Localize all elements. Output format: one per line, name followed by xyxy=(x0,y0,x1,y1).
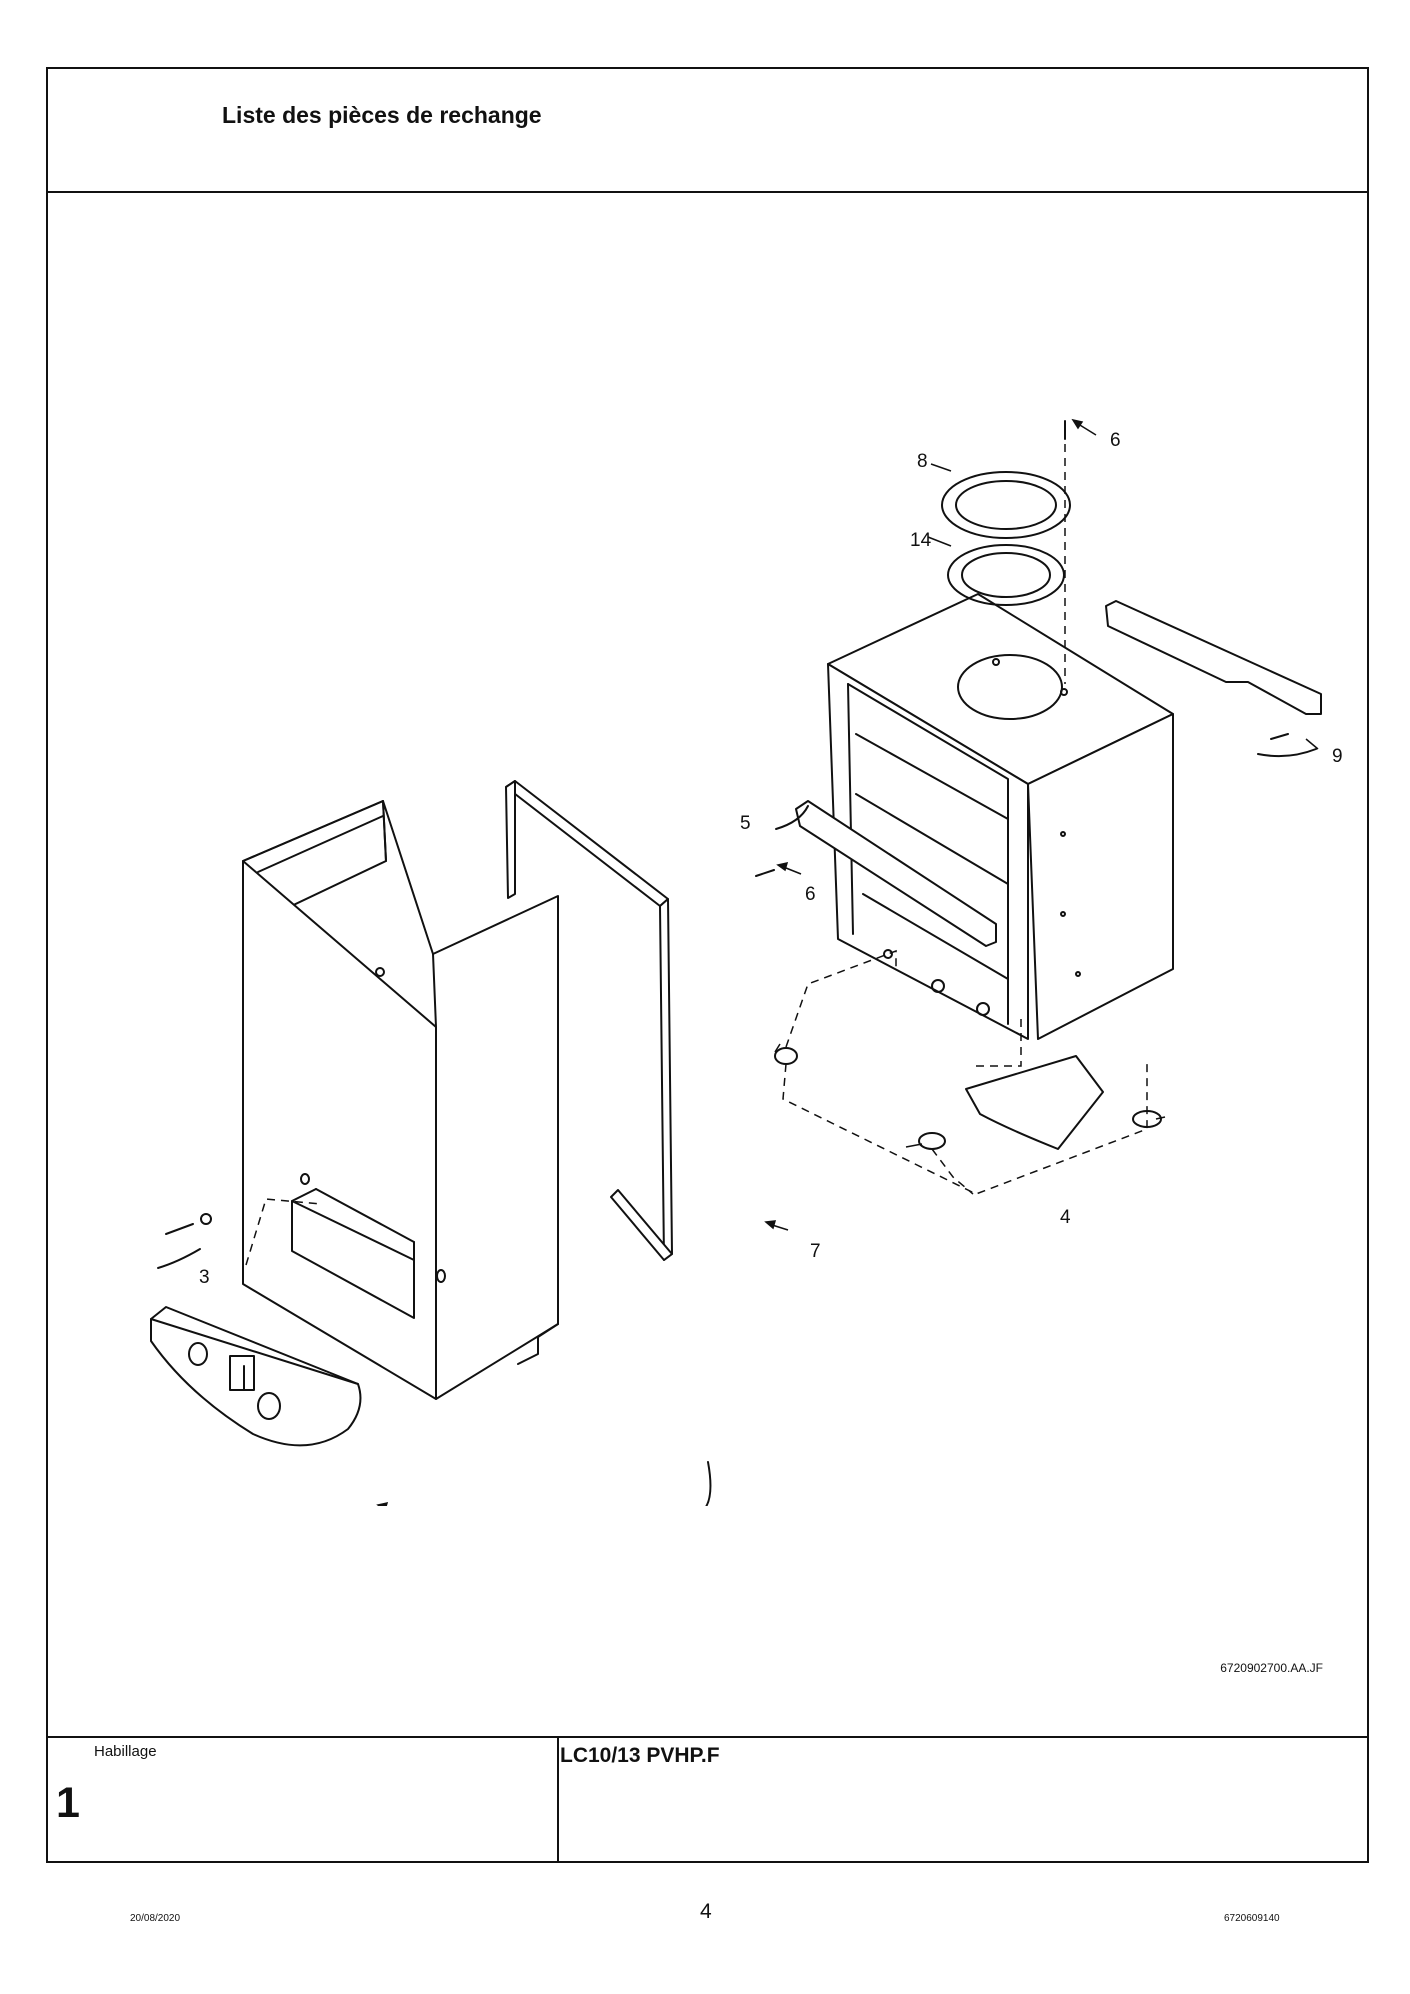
footer-date: 20/08/2020 xyxy=(130,1913,181,1924)
callout-8: 8 xyxy=(917,451,928,472)
title-block-divider xyxy=(48,1736,1367,1738)
callout-14: 14 xyxy=(910,530,932,551)
front-panel-part xyxy=(150,1306,362,1447)
callout-3: 3 xyxy=(199,1267,210,1288)
header-divider xyxy=(48,191,1367,193)
model-designation: LC10/13 PVHP.F xyxy=(560,1744,720,1767)
lower-bracket xyxy=(965,1055,1104,1150)
callout-5: 5 xyxy=(740,813,751,834)
footer-page-number: 4 xyxy=(700,1900,712,1923)
callout-6-top: 6 xyxy=(1110,430,1121,451)
callout-9: 9 xyxy=(1332,746,1343,767)
casing-part xyxy=(242,800,559,1400)
page-title: Liste des pièces de rechange xyxy=(222,102,542,128)
footer-document-number: 6720609140 xyxy=(1224,1913,1280,1924)
gasket-parts xyxy=(941,471,1071,606)
rail-part xyxy=(795,800,997,947)
callout-7: 7 xyxy=(810,1241,821,1262)
bracket-part xyxy=(1105,600,1322,715)
exploded-view-drawing: 6 8 14 9 5 6 4 7 3 2 1 xyxy=(150,418,1343,1506)
rear-frame-part xyxy=(505,780,673,1261)
drawing-reference: 6720902700.AA.JF xyxy=(1220,1661,1323,1675)
screw-parts xyxy=(165,420,1289,1235)
inner-chassis xyxy=(827,593,1174,1040)
section-name: Habillage xyxy=(94,1743,157,1760)
grommet-parts xyxy=(774,1047,1162,1150)
title-block-column-divider xyxy=(557,1736,559,1861)
callout-6-rail: 6 xyxy=(805,884,816,905)
section-number: 1 xyxy=(56,1779,80,1827)
callout-4: 4 xyxy=(1060,1207,1071,1228)
page-frame: Liste des pièces de rechange xyxy=(46,67,1369,1863)
